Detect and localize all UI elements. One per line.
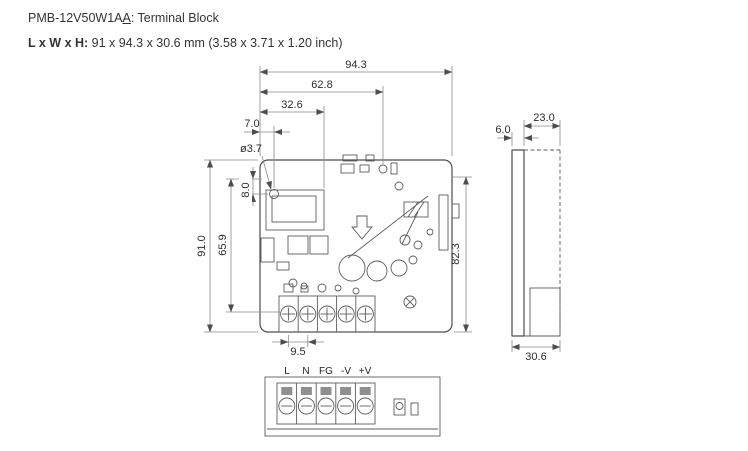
dim-7-0: 7.0 bbox=[244, 118, 259, 130]
chassis-screw bbox=[403, 295, 417, 309]
dim-6-0: 6.0 bbox=[495, 124, 510, 136]
terminal-screw bbox=[356, 397, 374, 415]
component bbox=[390, 162, 398, 175]
capacitor bbox=[366, 260, 388, 282]
top-tab bbox=[342, 154, 358, 162]
component bbox=[283, 283, 294, 293]
component bbox=[359, 164, 370, 173]
dim-30-6: 30.6 bbox=[525, 351, 546, 363]
page-title: PMB-12V50W1AA: Terminal Block bbox=[28, 10, 343, 26]
ic-hatch bbox=[413, 201, 425, 218]
terminal-screw bbox=[317, 397, 335, 415]
component bbox=[352, 287, 360, 295]
component bbox=[300, 285, 309, 293]
terminal-block-top bbox=[278, 295, 376, 333]
component bbox=[260, 237, 275, 263]
dim-62-8: 62.8 bbox=[311, 79, 332, 91]
dimensions-summary: L x W x H: 91 x 94.3 x 30.6 mm (3.58 x 3… bbox=[28, 35, 343, 51]
ic-component bbox=[403, 201, 429, 218]
component bbox=[340, 163, 355, 174]
hole-diameter-label: ø3.7 bbox=[240, 143, 262, 155]
component bbox=[276, 261, 290, 271]
terminal-screw bbox=[356, 305, 374, 323]
terminal-label-minus-v: -V bbox=[341, 366, 351, 377]
component bbox=[317, 283, 327, 293]
wire-clamp-opening bbox=[320, 387, 332, 395]
top-view-dimensions: 94.3 62.8 32.6 7.0 ø3.7 8.0 65.9 91.0 bbox=[196, 59, 472, 358]
component bbox=[410, 402, 419, 416]
terminal-screw bbox=[337, 397, 355, 415]
wire-clamp-opening bbox=[300, 387, 312, 395]
terminal-screw bbox=[278, 397, 296, 415]
wire-clamp-opening bbox=[359, 387, 371, 395]
title-suffix: : Terminal Block bbox=[130, 11, 219, 25]
ic-hatch bbox=[407, 201, 419, 218]
capacitor bbox=[408, 255, 418, 265]
terminal-label-plus-v: +V bbox=[359, 366, 372, 377]
component bbox=[394, 181, 404, 191]
component bbox=[309, 235, 329, 255]
component bbox=[413, 240, 423, 250]
terminal-label-fg: FG bbox=[319, 366, 333, 377]
transformer-label bbox=[271, 195, 317, 223]
dim-94-3: 94.3 bbox=[345, 59, 366, 71]
led-component bbox=[393, 398, 406, 416]
pcb-side-profile bbox=[511, 149, 525, 337]
terminal-screw bbox=[280, 305, 298, 323]
mounting-hole bbox=[269, 189, 279, 199]
front-outline bbox=[264, 376, 441, 437]
arrow-symbol bbox=[351, 215, 373, 240]
capacitor bbox=[338, 254, 366, 282]
terminal-block-side bbox=[529, 287, 561, 337]
component bbox=[426, 228, 434, 236]
terminal-block-front bbox=[276, 382, 376, 425]
transformer bbox=[265, 189, 325, 231]
front-view: L N FG -V +V bbox=[264, 366, 441, 437]
component bbox=[287, 235, 309, 255]
dim-91-0: 91.0 bbox=[196, 235, 208, 256]
dim-82-3: 82.3 bbox=[450, 243, 462, 264]
dim-9-5: 9.5 bbox=[290, 346, 305, 358]
wire-clamp-opening bbox=[281, 387, 293, 395]
dimensions-value: 91 x 94.3 x 30.6 mm (3.58 x 3.71 x 1.20 … bbox=[88, 36, 343, 50]
component bbox=[399, 234, 411, 246]
terminal-screw bbox=[299, 305, 317, 323]
top-tab bbox=[365, 154, 375, 162]
terminal-label-n: N bbox=[302, 366, 309, 377]
terminal-label-l: L bbox=[284, 366, 290, 377]
right-tab bbox=[451, 203, 460, 219]
component bbox=[334, 284, 342, 292]
side-view bbox=[511, 149, 561, 337]
dim-23-0: 23.0 bbox=[533, 112, 554, 124]
terminal-screw bbox=[318, 305, 336, 323]
terminal-screw bbox=[297, 397, 315, 415]
dim-text-mask bbox=[239, 176, 252, 204]
heatsink bbox=[438, 194, 449, 251]
drawing-header: PMB-12V50W1AA: Terminal Block L x W x H:… bbox=[28, 10, 343, 51]
dim-65-9: 65.9 bbox=[217, 234, 229, 255]
model-number: PMB-12V50W1A bbox=[28, 11, 123, 25]
model-variant: A bbox=[122, 11, 131, 25]
led-lens bbox=[395, 402, 404, 410]
dim-32-6: 32.6 bbox=[281, 99, 302, 111]
top-view bbox=[259, 154, 460, 333]
side-view-dimensions: 6.0 23.0 30.6 bbox=[495, 112, 561, 363]
terminal-screw bbox=[337, 305, 355, 323]
component bbox=[378, 164, 388, 174]
dimensions-label: L x W x H: bbox=[28, 36, 89, 50]
wire-clamp-opening bbox=[340, 387, 352, 395]
capacitor bbox=[390, 259, 408, 277]
dim-8-0: 8.0 bbox=[240, 182, 252, 197]
